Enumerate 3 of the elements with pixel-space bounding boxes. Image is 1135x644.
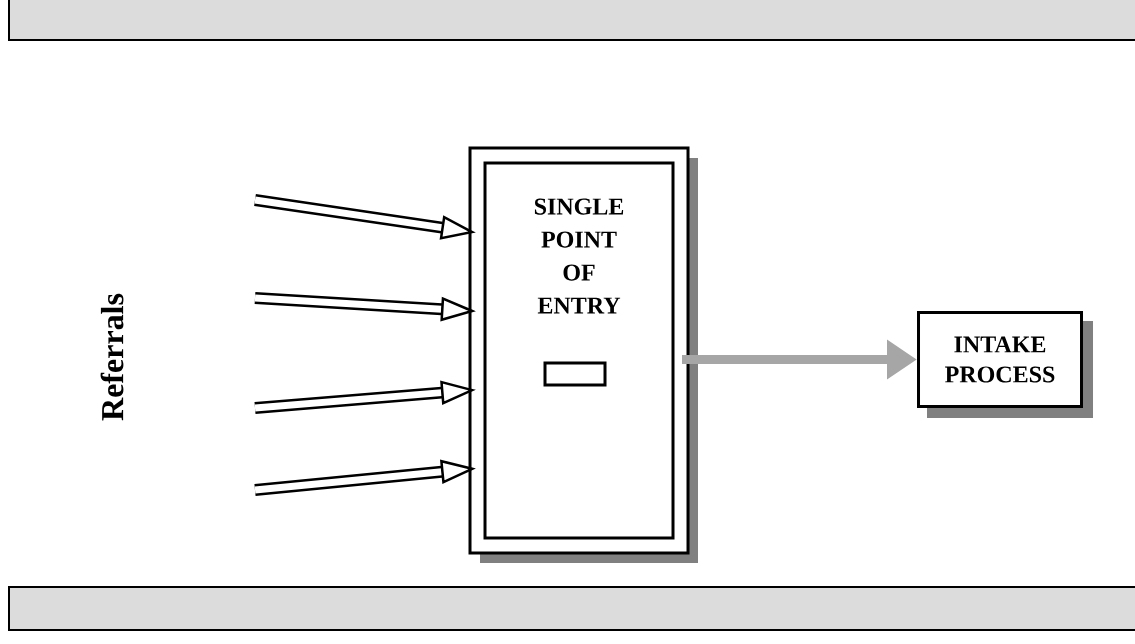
entry-box: SINGLE POINT OF ENTRY xyxy=(468,146,698,563)
side-label: Referrals xyxy=(100,293,124,421)
process-box: INTAKE PROCESS xyxy=(917,311,1093,418)
